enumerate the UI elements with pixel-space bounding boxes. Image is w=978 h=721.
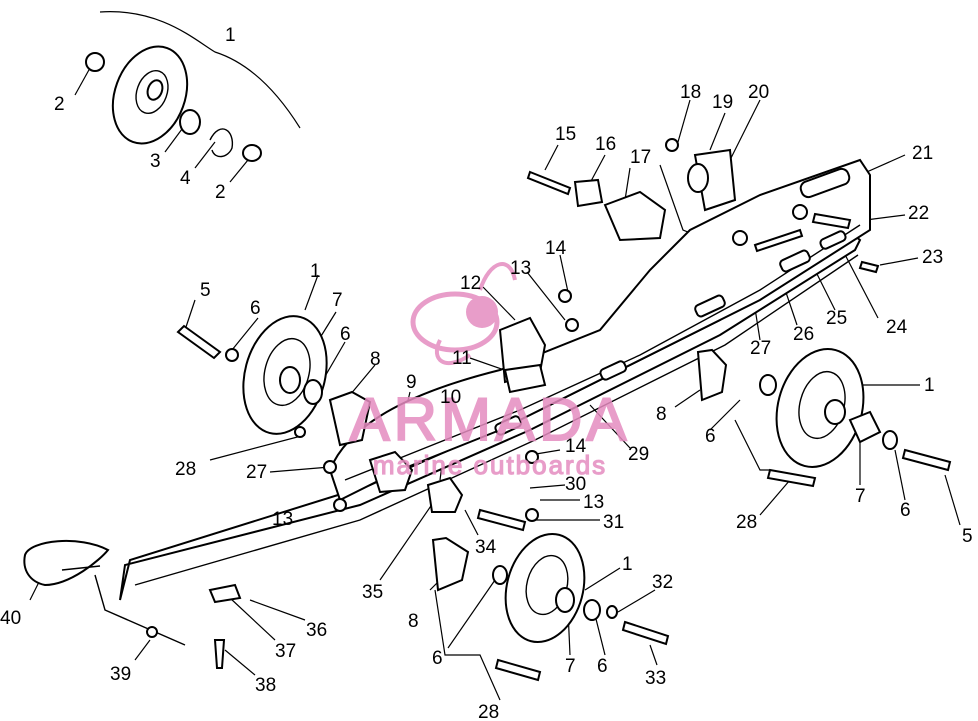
rail-assembly <box>119 158 871 601</box>
callout: 17 <box>630 147 651 168</box>
center-mount <box>498 316 547 394</box>
callout: 33 <box>645 668 666 689</box>
callout: 13 <box>583 492 604 513</box>
brackets <box>328 348 728 592</box>
callout: 30 <box>565 474 586 495</box>
callout: 13 <box>510 258 531 279</box>
callout: 36 <box>306 620 327 641</box>
callout: 6 <box>432 648 443 669</box>
callout: 35 <box>362 582 383 603</box>
callout: 6 <box>340 324 351 345</box>
callout: 6 <box>705 426 716 447</box>
callout: 6 <box>900 500 911 521</box>
callout: 11 <box>452 348 472 369</box>
callout: 15 <box>555 124 576 145</box>
callout: 29 <box>628 444 649 465</box>
callout: 6 <box>250 298 261 319</box>
rear-parts <box>526 138 737 242</box>
callout: 31 <box>603 512 624 533</box>
callout: 18 <box>680 82 701 103</box>
callout: 2 <box>215 182 226 203</box>
callout: 1 <box>622 554 633 575</box>
watermark-brand: ARMADA <box>350 386 631 453</box>
callout: 28 <box>736 512 757 533</box>
callout: 2 <box>54 94 65 115</box>
callout: 14 <box>545 238 567 259</box>
callout: 13 <box>272 509 293 530</box>
left-wheel <box>176 315 328 435</box>
callout: 28 <box>175 459 196 480</box>
callout: 28 <box>478 702 499 721</box>
callout: 24 <box>886 317 908 338</box>
callout: 5 <box>200 280 211 301</box>
armada-watermark: ARMADA marine outboards <box>349 262 631 481</box>
callout: 8 <box>656 404 667 425</box>
center-wheel <box>492 532 670 682</box>
watermark-tagline: marine outboards <box>373 450 607 480</box>
callout: 7 <box>855 486 866 507</box>
callout: 4 <box>180 168 191 189</box>
callout: 3 <box>150 151 161 172</box>
callout: 5 <box>962 526 973 547</box>
callout: 8 <box>370 349 381 370</box>
callout: 10 <box>440 387 461 408</box>
callout-labels: 1 2 3 4 2 5 6 1 7 6 8 9 10 28 27 13 11 1… <box>0 25 973 721</box>
callout: 34 <box>475 537 497 558</box>
callout: 1 <box>924 375 935 396</box>
callout: 25 <box>826 308 847 329</box>
watermark-logo-icon <box>410 262 517 366</box>
callout: 39 <box>110 664 131 685</box>
callout: 26 <box>793 324 814 345</box>
callout: 19 <box>712 92 733 113</box>
front-parts <box>23 289 579 669</box>
callout: 27 <box>246 462 267 483</box>
callout: 16 <box>595 134 616 155</box>
callout: 1 <box>310 261 321 282</box>
callout: 7 <box>565 656 576 677</box>
callout: 20 <box>748 82 769 103</box>
top-idler-wheel <box>85 45 262 162</box>
callout: 7 <box>332 290 343 311</box>
callout: 21 <box>912 143 933 164</box>
callout: 9 <box>406 372 417 393</box>
callout: 12 <box>460 273 481 294</box>
callout: 1 <box>225 25 236 46</box>
callout: 6 <box>597 656 608 677</box>
callout: 32 <box>652 572 673 593</box>
callout: 40 <box>0 608 21 629</box>
right-wheel <box>759 348 952 488</box>
rear-hardware <box>732 204 880 274</box>
callout: 23 <box>922 247 943 268</box>
callout: 8 <box>408 611 419 632</box>
callout: 22 <box>908 203 929 224</box>
callout: 38 <box>255 675 276 696</box>
callout: 37 <box>275 641 296 662</box>
callout: 14 <box>565 436 587 457</box>
callout: 27 <box>750 338 771 359</box>
